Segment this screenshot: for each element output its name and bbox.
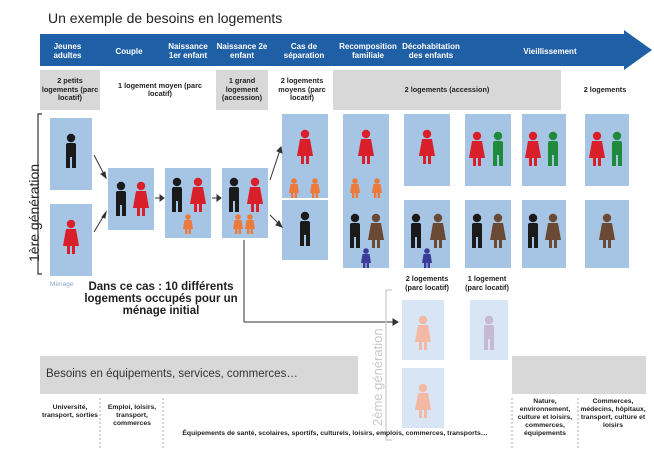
bottom-text-2: Emploi, loisirs, transport, commerces [107, 404, 157, 427]
need-accession: 2 logements (accession) [404, 84, 490, 94]
bottom-text-3: Équipements de santé, scolaires, sportif… [182, 430, 488, 437]
bottom-text-1: Université, transport, sorties [42, 404, 98, 419]
box-recomposition-1 [343, 114, 389, 202]
bottom-text-4: Nature, environnement, culture et loisir… [517, 398, 573, 437]
stage-jeunes-adultes: Jeunes adultes [53, 42, 82, 60]
generation-1-bracket [37, 113, 42, 275]
stage-naissance-2: Naissance 2e enfant [216, 42, 268, 60]
stage-decohabitation: Décohabitation des enfants [402, 42, 460, 60]
child-housing-label-2: 1 logement (parc locatif) [465, 274, 509, 292]
need-separation: 2 logements moyens (parc locatif) [278, 76, 326, 103]
child-housing-label-1: 2 logements (parc locatif) [405, 274, 449, 292]
need-vieillissement: 2 logements [583, 84, 627, 94]
stage-recomposition: Recomposition familiale [339, 42, 397, 60]
note-text: Dans ce cas : 10 différents logements oc… [84, 281, 238, 317]
timeline-arrow [40, 30, 652, 70]
needs-band [40, 356, 358, 394]
menage-label: Ménage [50, 281, 74, 288]
need-jeunes-adultes: 2 petits logements (parc locatif) [41, 76, 99, 103]
bottom-text-5: Commerces, médecins, hôpitaux, transport… [580, 398, 646, 429]
band-label: Besoins en équipements, services, commer… [46, 368, 298, 380]
stage-couple: Couple [115, 46, 143, 56]
diagram-title: Un exemple de besoins en logements [48, 10, 283, 26]
need-naissance-2: 1 grand logement (accession) [221, 76, 263, 103]
needs-band-right [512, 356, 646, 394]
need-couple: 1 logement moyen (parc locatif) [118, 80, 202, 98]
stage-naissance-1: Naissance 1er enfant [168, 42, 208, 60]
stage-separation: Cas de séparation [283, 42, 325, 60]
stage-vieillissement: Vieillissement [523, 46, 577, 56]
